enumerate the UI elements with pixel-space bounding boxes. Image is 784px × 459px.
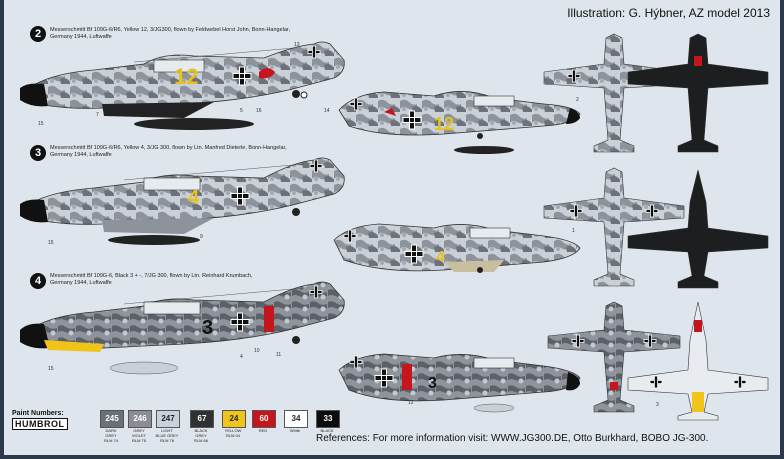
- fuselage-code-4: 3: [202, 317, 213, 339]
- humbrol-brand: HUMBROL: [12, 418, 68, 430]
- profile-4-left-view: [20, 281, 345, 375]
- label-line: GREY: [133, 428, 145, 433]
- plan-view-4-lower: [627, 301, 769, 421]
- references-text: References: For more information visit: …: [316, 433, 709, 444]
- plan-view-3-lower: [627, 169, 769, 289]
- profile-caption-2: Messerschmitt Bf 109G-6/R6, Yellow 12, 3…: [50, 27, 310, 41]
- label-line: RLM 04: [225, 433, 240, 438]
- label-line: RLM 74: [103, 438, 118, 443]
- callout-15c: 15: [48, 366, 54, 372]
- label-line: VIOLET: [131, 433, 147, 438]
- callout-2: 2: [576, 97, 579, 103]
- label-line: LIGHT: [161, 428, 173, 433]
- callout-16: 16: [256, 108, 262, 114]
- swatch-34: 34: [284, 410, 308, 428]
- fuselage-code-3-right: 4: [436, 249, 445, 266]
- label-line: GREY: [105, 433, 117, 438]
- callout-4: 4: [240, 354, 243, 360]
- plan-view-4-upper: [547, 301, 681, 413]
- label-line: YELLOW: [224, 428, 242, 433]
- callout-3: 3: [656, 402, 659, 408]
- swatch-60: 60: [252, 410, 276, 428]
- callout-11: 11: [276, 352, 281, 358]
- label-line: RED: [258, 428, 268, 433]
- swatch-33: 33: [316, 410, 340, 428]
- label-line: White: [289, 428, 301, 433]
- callout-6: 6: [300, 286, 303, 292]
- callout-15b: 15: [48, 240, 54, 246]
- callout-14: 14: [324, 108, 330, 114]
- swatch-label: BLACK GREY RLM 66: [188, 428, 214, 443]
- swatch-67: 67: [190, 410, 214, 428]
- aircraft-drawings: 12 12 4: [20, 33, 769, 421]
- label-line: GREY: [195, 433, 207, 438]
- swatch-246: 246: [128, 410, 152, 428]
- profile-number-3: 3: [30, 145, 46, 161]
- swatch-24: 24: [222, 410, 246, 428]
- paint-numbers-title: Paint Numbers:: [12, 410, 64, 417]
- label-line: DARK: [105, 428, 117, 433]
- fuselage-code-2-right: 12: [434, 114, 454, 134]
- swatch-247: 247: [156, 410, 180, 428]
- swatch-label: YELLOW RLM 04: [220, 428, 246, 438]
- caption-line: Germany 1944, Luftwaffe: [50, 280, 112, 286]
- label-line: RLM 76: [159, 438, 174, 443]
- callout-12: 12: [408, 400, 414, 406]
- profile-number-2: 2: [30, 26, 46, 42]
- callout-7: 7: [96, 112, 99, 118]
- swatch-label: BLACK: [314, 428, 340, 433]
- caption-line: Messerschmitt Bf 109G-6/R6, Yellow 12, 3…: [50, 27, 290, 33]
- callout-5: 5: [240, 108, 243, 114]
- plan-view-3-upper: [543, 167, 685, 287]
- fuselage-code-4-right: 3: [428, 375, 437, 392]
- illustration-credit: Illustration: G. Hýbner, AZ model 2013: [567, 6, 770, 20]
- swatch-label: White: [282, 428, 308, 433]
- callout-13: 13: [294, 42, 300, 48]
- profile-3-right-view: [333, 223, 581, 273]
- swatch-label: DARK GREY RLM 74: [98, 428, 124, 443]
- caption-line: Germany 1944, Luftwaffe: [50, 152, 112, 158]
- caption-line: Messerschmitt Bf 109G-6, Black 3 + -, 7/…: [50, 273, 253, 279]
- label-line: RLM 66: [193, 438, 208, 443]
- swatch-label: LIGHT BLUE GREY RLM 76: [154, 428, 180, 443]
- swatch-label: GREY VIOLET RLM 75: [126, 428, 152, 443]
- callout-9: 9: [200, 234, 203, 240]
- profile-caption-3: Messerschmitt Bf 109G-6/R6, Yellow 4, 3/…: [50, 145, 310, 159]
- plan-view-2-upper: [543, 33, 685, 153]
- plan-view-2-lower: [627, 33, 769, 153]
- callout-15: 15: [38, 121, 44, 127]
- swatch-label: RED: [250, 428, 276, 433]
- profile-number-4: 4: [30, 273, 46, 289]
- label-line: RLM 75: [131, 438, 146, 443]
- caption-line: Messerschmitt Bf 109G-6/R6, Yellow 4, 3/…: [50, 145, 287, 151]
- caption-line: Germany 1944, Luftwaffe: [50, 34, 112, 40]
- callout-1: 1: [572, 228, 575, 234]
- label-line: BLACK: [320, 428, 334, 433]
- decal-instruction-sheet: Illustration: G. Hýbner, AZ model 2013 2…: [4, 0, 780, 455]
- profile-4-right-view: [338, 353, 581, 413]
- profile-2-left-view: [20, 41, 345, 130]
- swatch-245: 245: [100, 410, 124, 428]
- profile-3-left-view: [20, 157, 345, 245]
- profile-caption-4: Messerschmitt Bf 109G-6, Black 3 + -, 7/…: [50, 273, 310, 287]
- fuselage-code-2: 12: [174, 64, 198, 89]
- fuselage-code-3: 4: [188, 187, 200, 209]
- callout-8: 8: [199, 118, 202, 124]
- label-line: BLUE GREY: [155, 433, 179, 438]
- callout-10: 10: [254, 348, 260, 354]
- label-line: BLACK: [194, 428, 208, 433]
- callout-labels: 15 7 8 5 16 13 14 2 1 9 15 15 4 10 11 12…: [38, 42, 659, 408]
- profile-2-right-view: [338, 91, 581, 154]
